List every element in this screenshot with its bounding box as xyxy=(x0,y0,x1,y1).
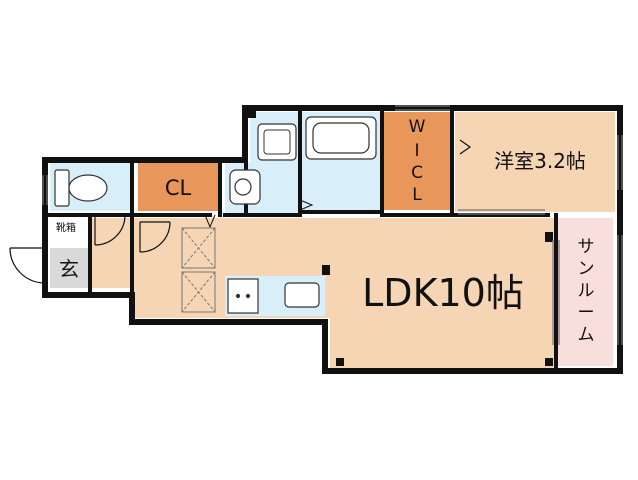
pillar xyxy=(336,358,344,366)
svg-text:W: W xyxy=(409,117,426,137)
entrance-label: 玄 xyxy=(59,257,79,281)
closet-label: CL xyxy=(165,176,192,200)
window xyxy=(617,235,623,345)
svg-text:L: L xyxy=(412,185,422,205)
svg-text:ル: ル xyxy=(578,281,595,301)
window xyxy=(42,175,48,205)
window xyxy=(617,135,623,190)
storage-box xyxy=(181,271,216,313)
svg-text:サ: サ xyxy=(578,237,595,257)
western-room-floor xyxy=(455,112,615,212)
svg-text:C: C xyxy=(411,163,423,183)
svg-text:I: I xyxy=(414,141,419,161)
svg-text:ー: ー xyxy=(578,303,595,323)
pillar xyxy=(545,232,553,242)
entrance-door xyxy=(9,247,46,284)
kitchen-fixtures xyxy=(227,278,320,314)
entrance-floor xyxy=(50,248,90,288)
bath-door-mark xyxy=(299,199,314,211)
window xyxy=(395,105,450,111)
toilet-door xyxy=(94,214,126,246)
hall-door xyxy=(139,221,171,253)
pillar xyxy=(322,265,330,275)
western-room-label: 洋室3.2帖 xyxy=(494,149,586,173)
toilet-fixture xyxy=(54,169,108,207)
walk-in-closet-label: W I C L xyxy=(409,117,426,205)
wash-basin xyxy=(229,169,261,205)
svg-text:ン: ン xyxy=(578,259,595,279)
svg-text:ム: ム xyxy=(578,325,595,345)
sunroom-label: サ ン ル ー ム xyxy=(578,237,595,345)
wash-door-mark xyxy=(204,214,216,229)
walk-in-closet-floor xyxy=(384,112,450,210)
sunroom-sliding xyxy=(552,240,560,345)
western-door xyxy=(459,139,472,155)
storage-box xyxy=(181,227,216,269)
ldk-floor xyxy=(134,218,555,368)
outer-wall xyxy=(42,105,623,374)
pillar xyxy=(248,110,256,118)
shoe-box-area xyxy=(50,218,84,236)
bathtub xyxy=(305,116,377,160)
closet-floor xyxy=(138,163,218,211)
shoe-storage-label: 靴箱 xyxy=(56,221,76,234)
sunroom-floor xyxy=(558,218,613,366)
ldk-label: LDK10帖 xyxy=(362,271,524,315)
washing-machine xyxy=(257,123,297,161)
window xyxy=(458,209,545,215)
pillar xyxy=(545,358,553,366)
